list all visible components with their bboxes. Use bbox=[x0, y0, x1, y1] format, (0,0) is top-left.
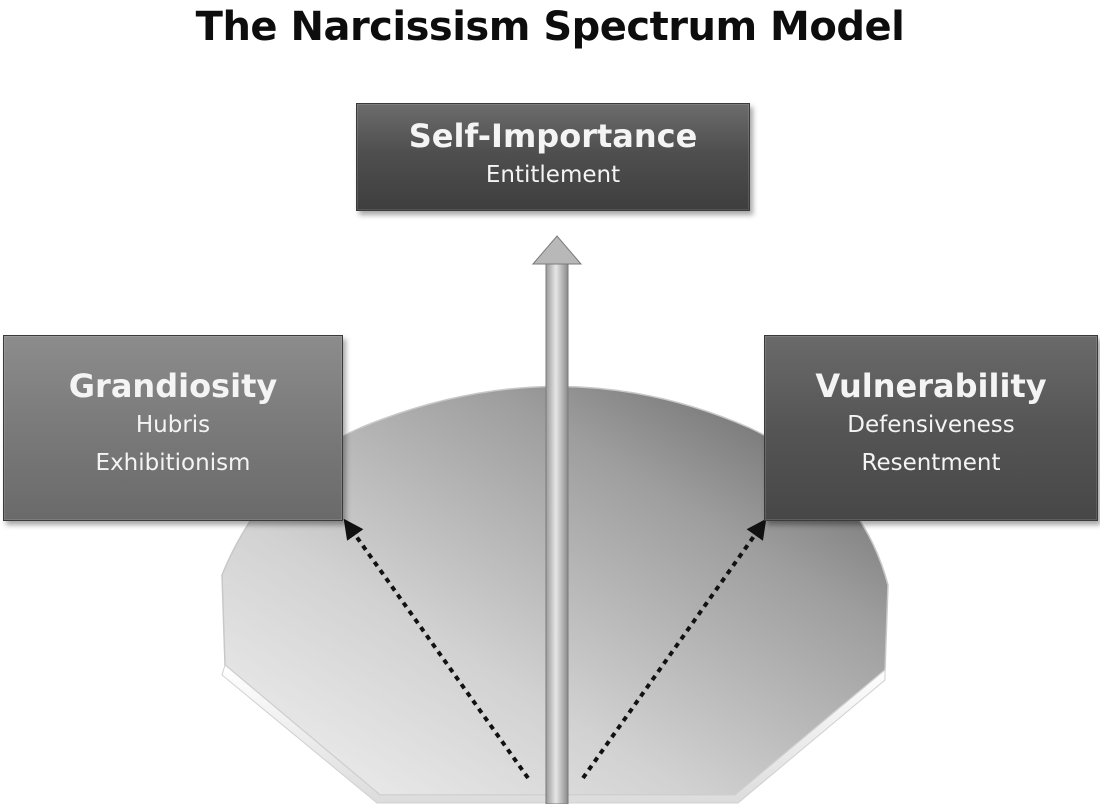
resentment-trait: Resentment bbox=[861, 450, 1001, 476]
grandiosity-heading: Grandiosity bbox=[68, 367, 278, 405]
grandiosity-box: Grandiosity Hubris Exhibitionism bbox=[3, 335, 343, 521]
arrow-to-grandiosity bbox=[343, 518, 530, 780]
diagram-title: The Narcissism Spectrum Model bbox=[195, 4, 905, 50]
arrow-to-self-importance bbox=[531, 235, 583, 804]
arrow-to-vulnerability bbox=[581, 518, 767, 780]
entitlement-trait: Entitlement bbox=[485, 162, 621, 188]
vulnerability-heading: Vulnerability bbox=[815, 367, 1047, 405]
spectrum-fan-rim bbox=[221, 664, 886, 804]
hubris-trait: Hubris bbox=[135, 412, 211, 438]
self-importance-box: Self-Importance Entitlement bbox=[356, 103, 750, 211]
self-importance-heading: Self-Importance bbox=[408, 117, 698, 155]
exhibitionism-trait: Exhibitionism bbox=[95, 450, 251, 476]
defensiveness-trait: Defensiveness bbox=[847, 412, 1015, 438]
vulnerability-box: Vulnerability Defensiveness Resentment bbox=[764, 335, 1098, 521]
